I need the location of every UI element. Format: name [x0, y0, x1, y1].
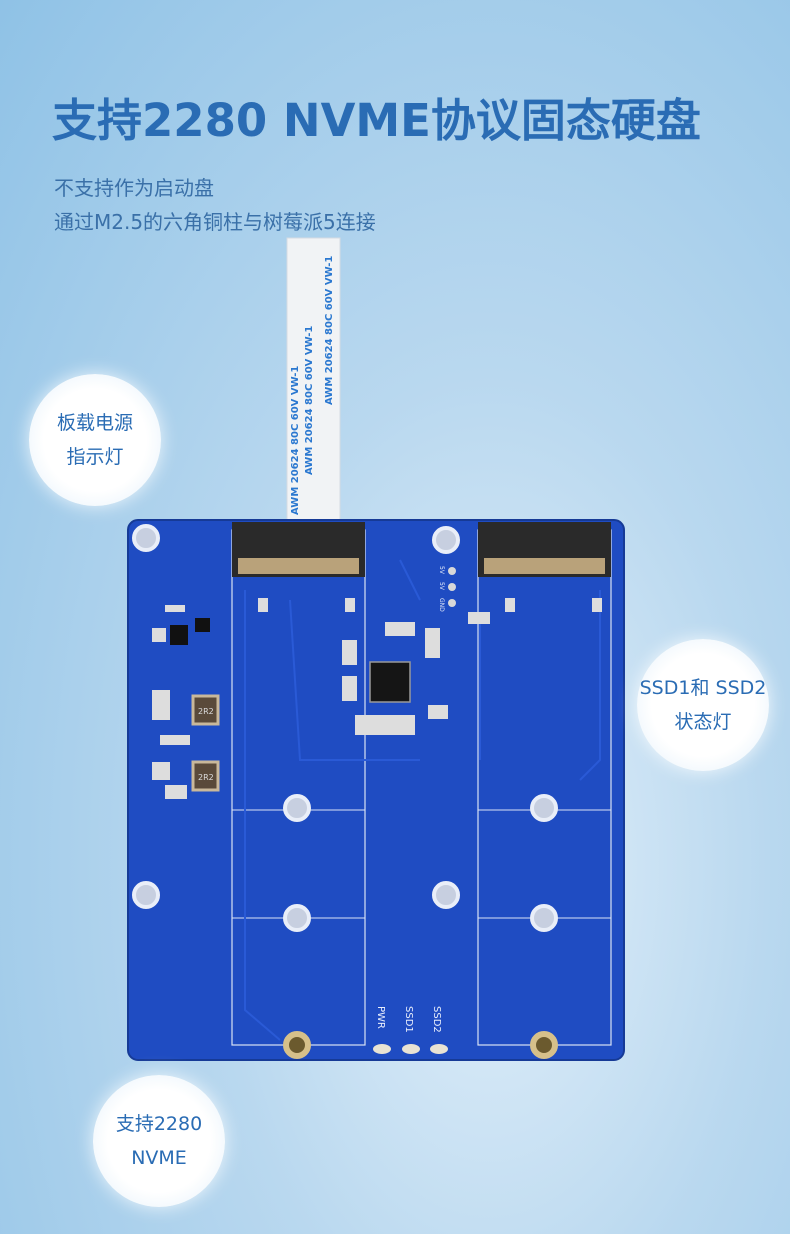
callout-text: 指示灯: [66, 446, 124, 468]
page-title: 支持2280 NVME协议固态硬盘: [52, 94, 701, 147]
inductor: [191, 694, 220, 726]
pin-label: 5V: [438, 582, 445, 591]
callout-text: 状态灯: [674, 711, 732, 733]
status-leds: PWR SSD1 SSD2: [373, 1006, 448, 1054]
ribbon-print-3: AWM 20624 80C 60V VW-1: [324, 256, 335, 405]
pin-label: 5V: [438, 566, 445, 575]
led-ssd2: [430, 1044, 448, 1054]
silk-ssd2: SSD2: [431, 1006, 442, 1033]
silk-ssd1: SSD1: [403, 1006, 414, 1033]
subtitle-boot: 不支持作为启动盘: [54, 176, 214, 200]
callout-text: 支持2280: [115, 1113, 203, 1135]
callout-ssd-leds: SSD1和 SSD2 状态灯: [637, 639, 769, 771]
inductor-label: 2R2: [198, 773, 214, 782]
brass-standoffs: [283, 1031, 558, 1059]
inductor-label: 2R2: [198, 707, 214, 716]
mounting-holes: [132, 524, 558, 932]
callout-text: 板载电源: [56, 412, 133, 434]
callout-text: SSD1和 SSD2: [639, 677, 767, 699]
pin-label: GND: [438, 598, 445, 612]
controller-chip: [369, 661, 411, 703]
ribbon-cable: AWM 20624 80C 60V VW-1 AWM 20624 80C 60V…: [286, 237, 341, 529]
callout-text: NVME: [131, 1147, 187, 1169]
callout-power-led: 板载电源 指示灯: [29, 374, 161, 506]
subtitle-connection: 通过M2.5的六角铜柱与树莓派5连接: [54, 210, 376, 234]
pcb-board: 2R2 2R2 PWR SSD1 SSD2 5V: [127, 519, 625, 1061]
silk-pwr: PWR: [375, 1006, 386, 1029]
led-pwr: [373, 1044, 391, 1054]
inductor: [191, 760, 220, 792]
led-ssd1: [402, 1044, 420, 1054]
ribbon-print-2: AWM 20624 80C 60V VW-1: [304, 326, 315, 475]
callout-nvme: 支持2280 NVME: [93, 1075, 225, 1207]
ribbon-print-1: AWM 20624 80C 60V VW-1: [290, 366, 301, 515]
